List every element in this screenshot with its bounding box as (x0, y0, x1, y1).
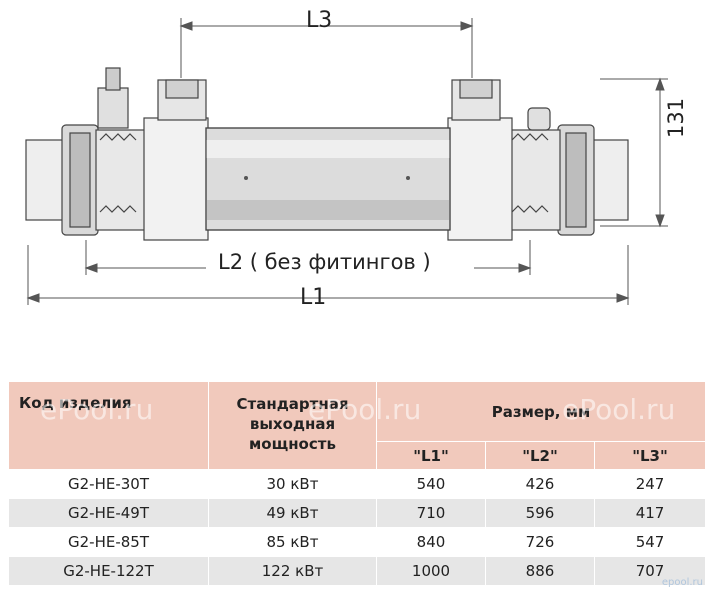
cell-l3: 707 (593, 556, 707, 586)
specifications-table-wrapper: Код изделия Стандартная выходная мощност… (8, 381, 707, 591)
cell-l1: 1000 (376, 556, 486, 586)
table-row: G2-HE-85T 85 кВт 840 726 547 (8, 527, 707, 557)
table-row: G2-HE-49T 49 кВт 710 596 417 (8, 498, 707, 528)
dimension-l3-label: L3 (306, 8, 333, 33)
cell-l2: 726 (485, 527, 595, 557)
header-output-power: Стандартная выходная мощность (208, 381, 377, 470)
table-row: G2-HE-122T 122 кВт 1000 886 707 (8, 556, 707, 586)
cell-l2: 426 (485, 469, 595, 499)
cell-code: G2-HE-122T (8, 556, 209, 586)
dimension-l2-label: L2 ( без фитингов ) (218, 250, 431, 274)
cell-l1: 710 (376, 498, 486, 528)
cell-l1: 540 (376, 469, 486, 499)
cell-code: G2-HE-85T (8, 527, 209, 557)
cell-power: 85 кВт (208, 527, 377, 557)
cell-code: G2-HE-30T (8, 469, 209, 499)
cell-power: 30 кВт (208, 469, 377, 499)
header-l3: "L3" (593, 441, 707, 470)
heat-exchanger-illustration (25, 18, 668, 305)
dimension-height-label: 131 (664, 97, 688, 138)
cell-l3: 417 (593, 498, 707, 528)
specifications-table: Код изделия Стандартная выходная мощност… (8, 381, 707, 586)
cell-code: G2-HE-49T (8, 498, 209, 528)
header-l1: "L1" (376, 441, 486, 470)
dimension-l1-label: L1 (300, 285, 327, 310)
header-size: Размер, мм (375, 381, 707, 442)
cell-l3: 247 (593, 469, 707, 499)
cell-l1: 840 (376, 527, 486, 557)
header-l2: "L2" (485, 441, 595, 470)
cell-power: 49 кВт (208, 498, 377, 528)
cell-l2: 886 (485, 556, 595, 586)
cell-power: 122 кВт (208, 556, 377, 586)
corner-watermark: epool.ru (661, 577, 703, 588)
cell-l3: 547 (593, 527, 707, 557)
cell-l2: 596 (485, 498, 595, 528)
heat-exchanger-drawing: L3 131 L2 ( без фитингов ) L1 (25, 8, 688, 310)
table-row: G2-HE-30T 30 кВт 540 426 247 (8, 469, 707, 499)
header-product-code: Код изделия (8, 381, 209, 470)
